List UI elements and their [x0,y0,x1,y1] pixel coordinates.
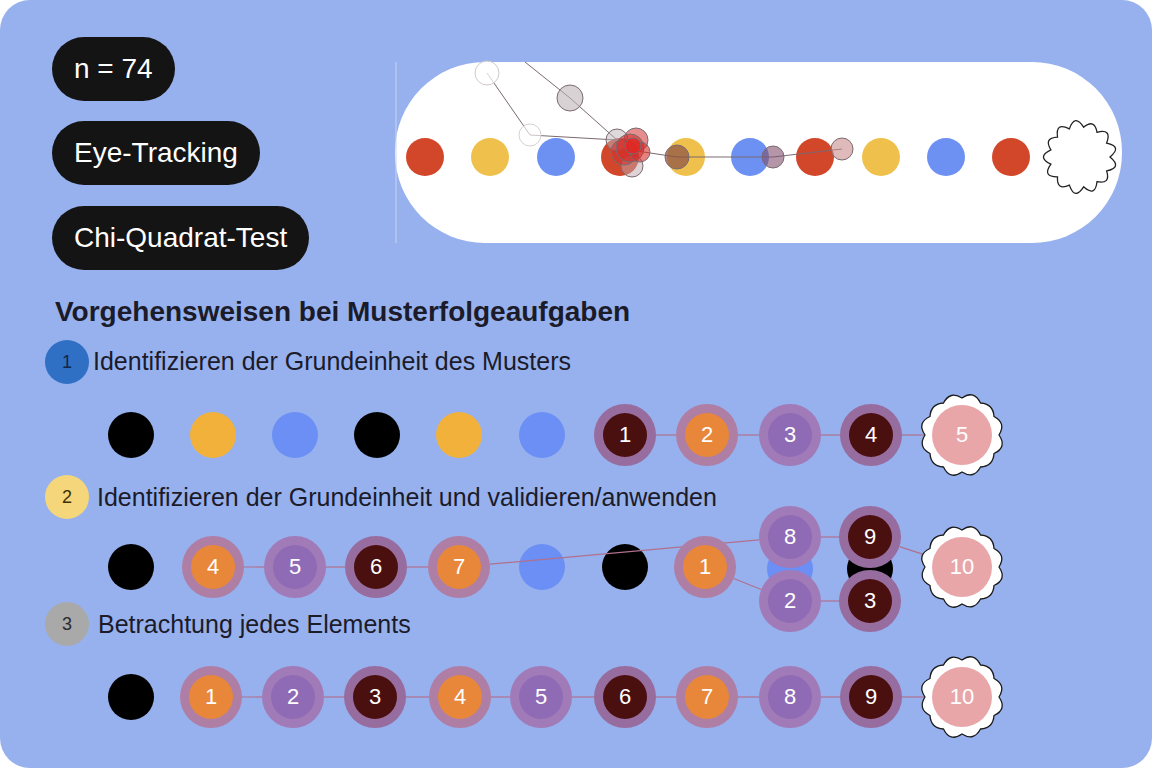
fixation-circle: 3 [839,570,901,632]
node-text: 3 [864,588,876,614]
gaze-path [821,536,839,537]
node-text: 2 [701,422,713,448]
node-text: 6 [619,684,631,710]
fixation-circle: 9 [840,666,902,728]
fixation-circle: 4 [429,666,491,728]
node-text: 1 [62,352,72,373]
gaze-path [738,696,759,697]
method-pill: Eye-Tracking [52,121,260,185]
approach-heading: Identifizieren der Grundeinheit und vali… [97,483,717,512]
fixation-circle: 1 [594,404,656,466]
node-text: 10 [950,554,974,580]
gaze-path [242,696,262,697]
gaze-path [738,434,759,435]
node-text: 5 [289,554,301,580]
gaze-path [821,600,839,601]
node-text: 9 [864,524,876,550]
gaze-path [491,696,510,697]
gaze-path [656,434,676,435]
node-text: 8 [784,524,796,550]
approach-number: 3 [45,602,89,646]
fixation-circle: 2 [676,404,738,466]
approach-number: 1 [45,340,89,384]
node-text: 5 [535,684,547,710]
node-text: 5 [956,422,968,448]
approach-heading: Identifizieren der Grundeinheit des Must… [93,347,571,376]
fixation-circle: 6 [594,666,656,728]
gaze-path [734,579,761,590]
fixation-circle: 7 [676,666,738,728]
fixation-circle: 7 [428,536,490,598]
node-text: 1 [205,684,217,710]
node-text: 1 [619,422,631,448]
target-element: 5 [914,387,1010,483]
fixation-circle: 8 [759,666,821,728]
fixation-circle: 2 [759,570,821,632]
node-text: 3 [784,422,796,448]
gaze-path [326,566,345,567]
approach-number: 2 [45,475,89,519]
node-text: 1 [699,554,711,580]
heading-text: Betrachtung jedes Elements [98,610,411,638]
title-text: Vorgehensweisen bei Musterfolgeaufgaben [55,296,630,327]
node-text: 2 [784,588,796,614]
node-text: n = 74 [74,53,153,85]
gaze-path [324,696,344,697]
node-text: 4 [207,554,219,580]
node-text: 2 [62,487,72,508]
fixation-circle: 5 [510,666,572,728]
node-text: 9 [865,684,877,710]
approach-heading: Betrachtung jedes Elements [98,610,411,639]
fixation-circle: 5 [264,536,326,598]
heading-text: Identifizieren der Grundeinheit und vali… [97,483,717,511]
gaze-path [821,696,840,697]
gaze-path [821,434,840,435]
node-text: 4 [454,684,466,710]
node-text: 8 [784,684,796,710]
section-title: Vorgehensweisen bei Musterfolgeaufgaben [55,296,630,328]
node-text: 7 [453,554,465,580]
method-pill: Chi-Quadrat-Test [52,206,309,270]
node-text: Chi-Quadrat-Test [74,222,287,254]
fixation-circle: 3 [344,666,406,728]
gaze-path [407,566,428,567]
node-text: 7 [701,684,713,710]
fixation-circle: 4 [182,536,244,598]
fixation-circle: 1 [674,536,736,598]
fixation-circle: 9 [839,506,901,568]
node-text: 2 [287,684,299,710]
fixation-circle: 4 [840,404,902,466]
fixation-circle: 8 [759,506,821,568]
gaze-path [244,566,264,567]
node-text: 3 [62,614,72,635]
node-text: 6 [370,554,382,580]
target-element: 10 [914,519,1010,615]
gaze-path [656,696,676,697]
node-text: 3 [369,684,381,710]
method-pill: n = 74 [52,37,175,101]
node-text: 10 [950,684,974,710]
target-element: 10 [914,649,1010,745]
heading-text: Identifizieren der Grundeinheit des Must… [93,347,571,375]
node-text: 4 [865,422,877,448]
gaze-path [406,696,429,697]
fixation-circle: 6 [345,536,407,598]
fixation-circle: 2 [262,666,324,728]
fixation-circle: 3 [759,404,821,466]
node-text: Eye-Tracking [74,137,238,169]
gaze-path [572,696,594,697]
fixation-circle: 1 [180,666,242,728]
